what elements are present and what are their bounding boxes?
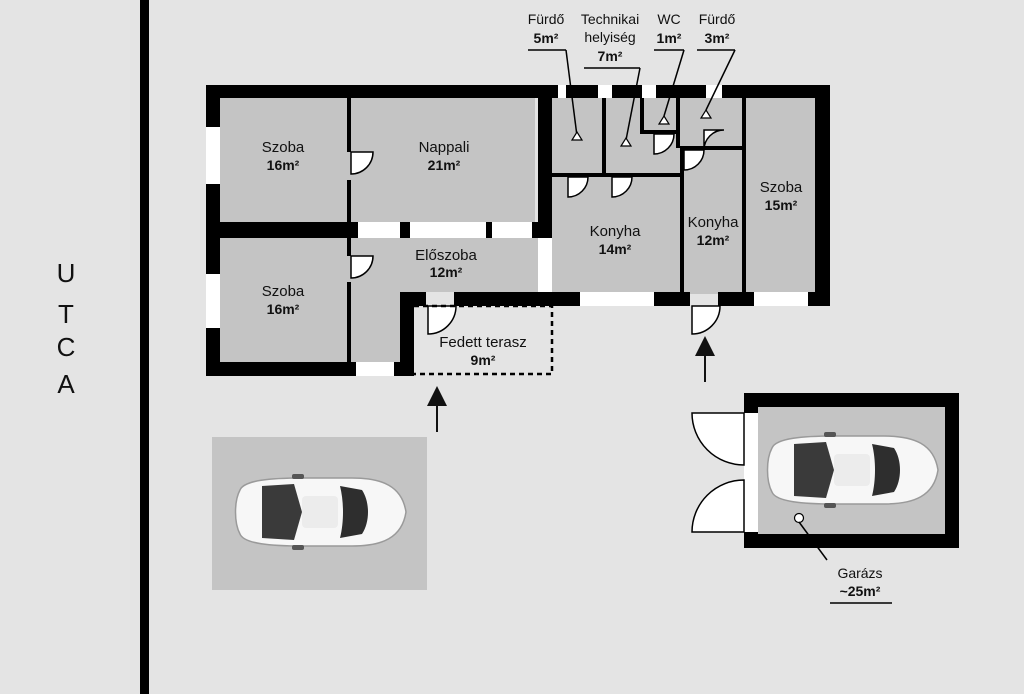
pointer-dot-icon	[793, 512, 805, 524]
room-area: 12m²	[430, 264, 463, 280]
street-letter: T	[58, 299, 76, 329]
room-label: Szoba	[262, 283, 305, 300]
door-technikai	[611, 176, 633, 198]
room-area: 21m²	[428, 157, 461, 173]
doors	[350, 129, 725, 335]
windows	[206, 85, 808, 376]
room-label: Fedett terasz	[439, 334, 527, 351]
room-area: 9m²	[471, 352, 496, 368]
street-letter: A	[57, 369, 76, 399]
door-furdo	[567, 176, 589, 198]
room-label: Szoba	[262, 139, 305, 156]
callout-area: 5m²	[534, 30, 559, 46]
car-icon	[234, 473, 407, 551]
door-entrance	[691, 305, 721, 335]
door-wc	[653, 133, 675, 155]
callout-label: Garázs	[837, 565, 882, 581]
room-eloszoba-lower	[350, 292, 400, 362]
door-szoba	[350, 255, 374, 279]
room-eloszoba	[350, 238, 538, 292]
street-line	[140, 0, 149, 694]
callout-area: 3m²	[705, 30, 730, 46]
room-area: 16m²	[267, 301, 300, 317]
pointer-icon	[570, 130, 584, 141]
callout-label: helyiség	[584, 29, 635, 45]
pointer-icon	[657, 114, 671, 125]
interior-walls	[220, 85, 746, 362]
garage-door-upper	[691, 412, 745, 466]
callout-area: 7m²	[598, 48, 623, 64]
street-letter: U	[57, 258, 78, 288]
garage-door-lower	[691, 479, 745, 533]
room-area: 15m²	[765, 197, 798, 213]
room-area: 12m²	[697, 232, 730, 248]
callout-area: ~25m²	[840, 583, 881, 599]
room-service-block	[552, 98, 745, 294]
room-nappali	[350, 98, 535, 222]
door-terasz	[427, 305, 457, 335]
pointer-icon	[699, 108, 713, 119]
room-label: Előszoba	[415, 247, 477, 264]
house: Szoba 16m² Nappali 21m² Szoba 16m² Elősz…	[206, 85, 830, 376]
callouts: Fürdő 5m² Technikai helyiség 7m² WC 1m² …	[528, 11, 736, 147]
callout-area: 1m²	[657, 30, 682, 46]
garage: Garázs ~25m²	[691, 393, 959, 604]
door-konyha	[683, 149, 705, 171]
room-label: Szoba	[760, 179, 803, 196]
callout-label: WC	[657, 11, 680, 27]
room-label: Konyha	[688, 214, 740, 231]
callout-label: Technikai	[581, 11, 639, 27]
room-szoba-right	[745, 98, 815, 294]
room-area: 16m²	[267, 157, 300, 173]
street-letter: C	[57, 332, 78, 362]
room-area: 14m²	[599, 241, 632, 257]
callout-label: Fürdő	[699, 11, 736, 27]
callout-label: Fürdő	[528, 11, 565, 27]
room-label: Konyha	[590, 223, 642, 240]
street-label: U T C A	[57, 258, 78, 399]
room-szoba-bottom-left	[220, 238, 350, 362]
terrace-outline	[414, 304, 554, 376]
room-label: Nappali	[419, 139, 470, 156]
pointer-icon	[619, 136, 633, 147]
room-szoba-top-left	[220, 98, 350, 222]
car-icon	[766, 431, 939, 509]
door-nappali	[350, 151, 374, 175]
